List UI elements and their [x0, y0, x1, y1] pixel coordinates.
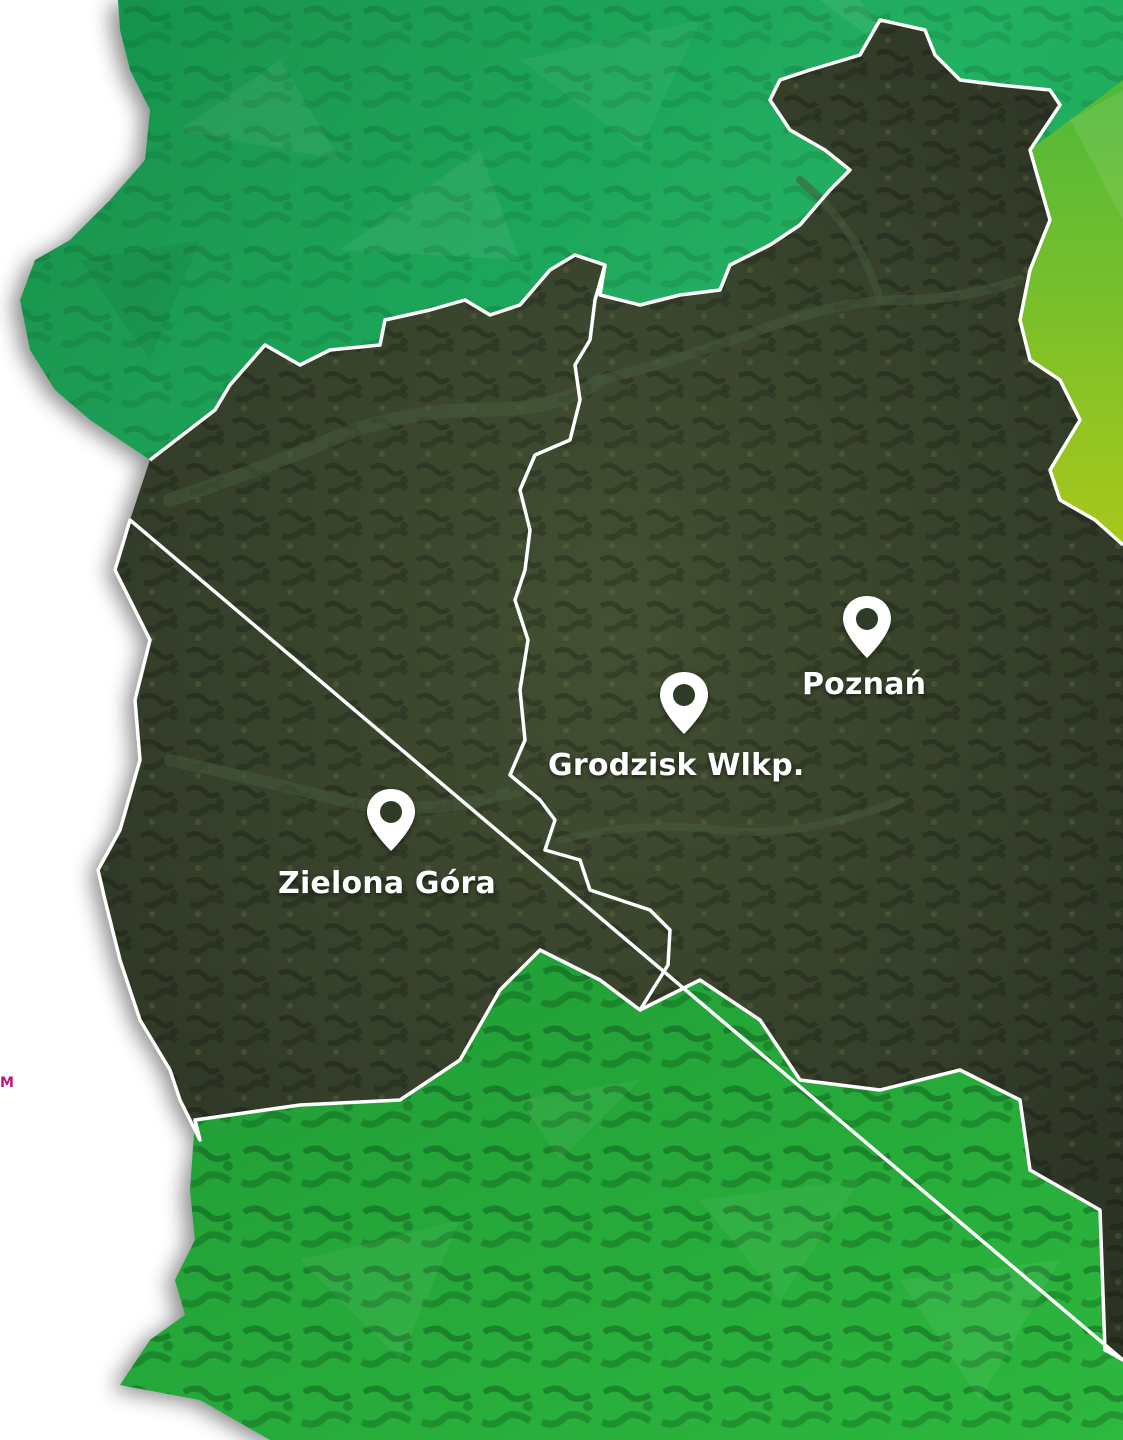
- map-pin-icon[interactable]: [840, 594, 894, 660]
- region-east: [1020, 80, 1123, 545]
- city-label-grodzisk[interactable]: Grodzisk Wlkp.: [548, 748, 805, 783]
- city-label-poznan[interactable]: Poznań: [802, 667, 927, 702]
- map-pin-icon[interactable]: [364, 787, 418, 853]
- city-label-zielona-gora[interactable]: Zielona Góra: [278, 866, 496, 901]
- triangle-facets: [80, 0, 1123, 1400]
- province-border-inner: [508, 264, 672, 1011]
- rivers: [163, 176, 1025, 844]
- map-pin-icon[interactable]: [657, 670, 711, 736]
- province-border-outer: [96, 18, 1123, 1362]
- side-mark: M: [0, 1075, 14, 1091]
